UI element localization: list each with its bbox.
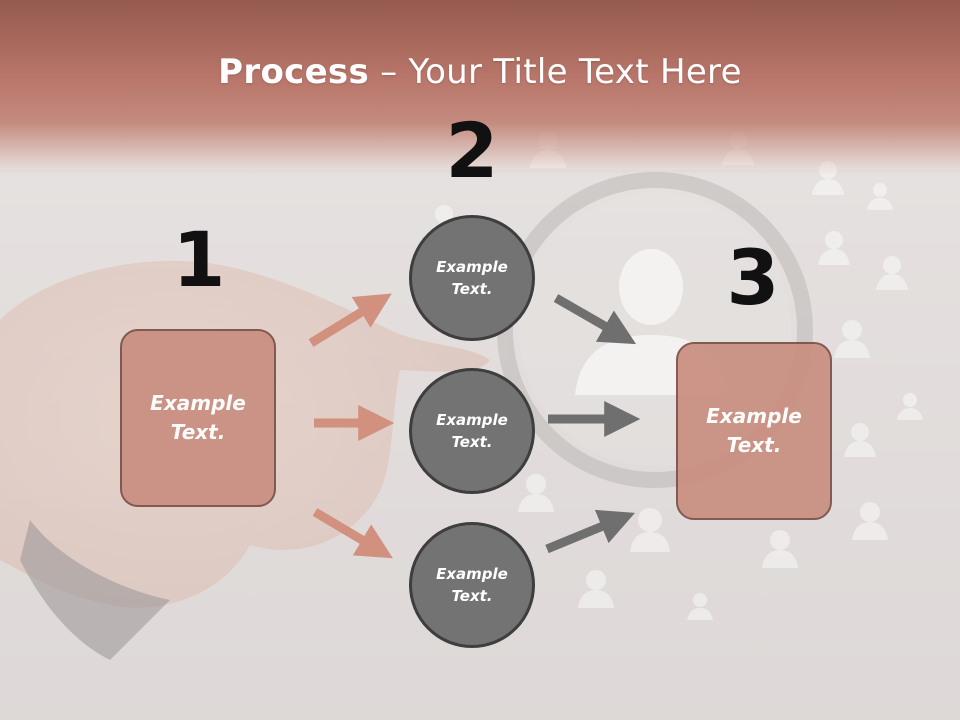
circle-middle-line2: Text. — [451, 433, 493, 451]
circle-middle: Example Text. — [409, 368, 535, 494]
step-number-2: 2 — [445, 106, 499, 195]
circle-top-line1: Example — [436, 257, 508, 276]
circle-bottom: Example Text. — [409, 522, 535, 648]
circle-middle-line1: Example — [436, 410, 508, 429]
circle-bottom-line2: Text. — [451, 587, 493, 605]
right-box: Example Text. — [676, 342, 832, 520]
left-box-line2: Text. — [170, 420, 226, 444]
header-band — [0, 0, 960, 175]
title-bold: Process — [218, 52, 370, 92]
arrow-down-salmon — [312, 508, 393, 559]
circle-top-line2: Text. — [451, 280, 493, 298]
circle-bottom-line1: Example — [436, 564, 508, 583]
arrow-down-gray — [545, 509, 635, 554]
arrow-up-gray — [553, 294, 637, 345]
left-box-line1: Example — [150, 391, 246, 415]
right-box-line2: Text. — [726, 433, 782, 457]
step-number-3: 3 — [726, 233, 780, 322]
right-box-line1: Example — [706, 404, 802, 428]
title-rest: – Your Title Text Here — [369, 52, 742, 92]
circle-top: Example Text. — [409, 215, 535, 341]
slide-title: Process – Your Title Text Here — [0, 52, 960, 92]
left-box: Example Text. — [120, 329, 276, 507]
step-number-1: 1 — [172, 215, 226, 304]
arrow-up-salmon — [308, 293, 392, 347]
